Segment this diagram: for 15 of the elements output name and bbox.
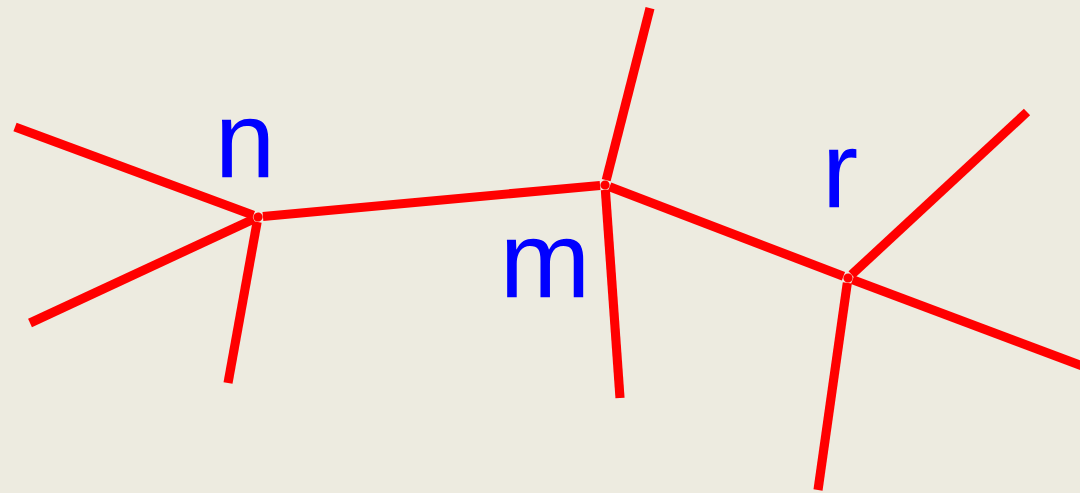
node-letter: n bbox=[221, 118, 269, 178]
junction-point bbox=[253, 212, 263, 222]
tree-branch bbox=[223, 221, 262, 384]
tree-branch bbox=[601, 6, 655, 182]
tree-branch bbox=[262, 180, 601, 222]
tree-branch bbox=[28, 214, 256, 328]
junction-point bbox=[843, 273, 853, 283]
node-letter: r bbox=[829, 148, 857, 208]
tree-branch bbox=[13, 122, 255, 220]
junction-point bbox=[600, 180, 610, 190]
tree-branch bbox=[607, 182, 846, 281]
tree-branch bbox=[813, 282, 852, 491]
tree-branch bbox=[600, 189, 625, 399]
tree-branch bbox=[848, 108, 1031, 278]
node-letter: m bbox=[506, 238, 584, 298]
